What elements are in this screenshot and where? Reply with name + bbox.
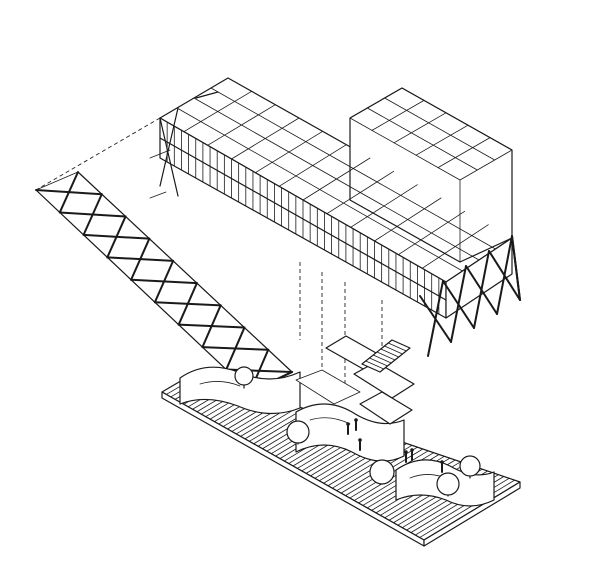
diagrid-member (201, 304, 222, 349)
diagrid-member (225, 326, 246, 371)
brace (159, 107, 179, 187)
brace (195, 91, 219, 99)
interior-walls (176, 87, 496, 272)
central-stair (295, 335, 415, 425)
brace (149, 191, 167, 199)
tread (380, 348, 400, 358)
tread (387, 342, 407, 352)
tower-room-wall (437, 137, 491, 169)
diagrid-member (106, 215, 127, 259)
tree-canopy (234, 366, 254, 386)
tree-canopy (459, 455, 481, 477)
ramp (295, 369, 361, 405)
figure-head (440, 460, 444, 464)
corridor-wall (176, 107, 463, 272)
brace (159, 117, 179, 197)
corridor-wall (210, 87, 496, 250)
mound-contour (309, 417, 351, 425)
figure-head (354, 418, 358, 422)
diagrid-edge (77, 171, 293, 373)
paving-line (419, 479, 515, 538)
tread (369, 357, 388, 367)
upper-floor-block (149, 77, 513, 319)
paving-line (244, 406, 300, 440)
tree-canopy (436, 472, 460, 496)
paving-line (248, 408, 305, 442)
diagrid-member (450, 265, 467, 343)
figure-head (346, 422, 350, 426)
stair-landing (359, 391, 413, 425)
floor-line (159, 137, 447, 301)
tread (365, 360, 385, 370)
trees (234, 366, 481, 497)
end-bracing-left (149, 91, 219, 199)
diagrid-member (177, 282, 198, 326)
stair-treads (365, 342, 407, 370)
mound (179, 366, 301, 415)
tower-room-wall (384, 97, 496, 161)
diagrid-member (82, 193, 103, 236)
tower-room-wall (393, 112, 447, 144)
corridor-wall (193, 97, 480, 261)
diagrid-member (130, 237, 151, 281)
diagrid-member (496, 235, 513, 315)
tower-room-wall (366, 107, 478, 171)
mound-contour (199, 381, 241, 387)
brace (149, 149, 171, 159)
human-figures (346, 418, 444, 473)
diagrid-edge (35, 189, 251, 393)
figure-head (404, 450, 408, 454)
tread (376, 351, 396, 361)
tread (384, 345, 403, 355)
diagrid-member (473, 250, 490, 329)
tree-canopy (369, 459, 395, 485)
projection-line (35, 117, 161, 191)
diagrid-member (153, 259, 175, 304)
mound (295, 403, 405, 462)
figure-head (358, 438, 362, 442)
tree-canopy (286, 420, 310, 444)
facade-mullions (159, 121, 447, 315)
tower-rooms (366, 97, 496, 171)
tower-room-wall (371, 100, 425, 131)
diagrid-member (427, 280, 444, 357)
diagrid-facade-left (35, 171, 293, 393)
tower-room-wall (415, 124, 469, 156)
figure-head (410, 448, 414, 452)
diagrid-member (511, 235, 521, 301)
diagrid-member (58, 171, 79, 214)
tread (372, 354, 392, 364)
diagrid-facade-right-members (419, 235, 521, 357)
